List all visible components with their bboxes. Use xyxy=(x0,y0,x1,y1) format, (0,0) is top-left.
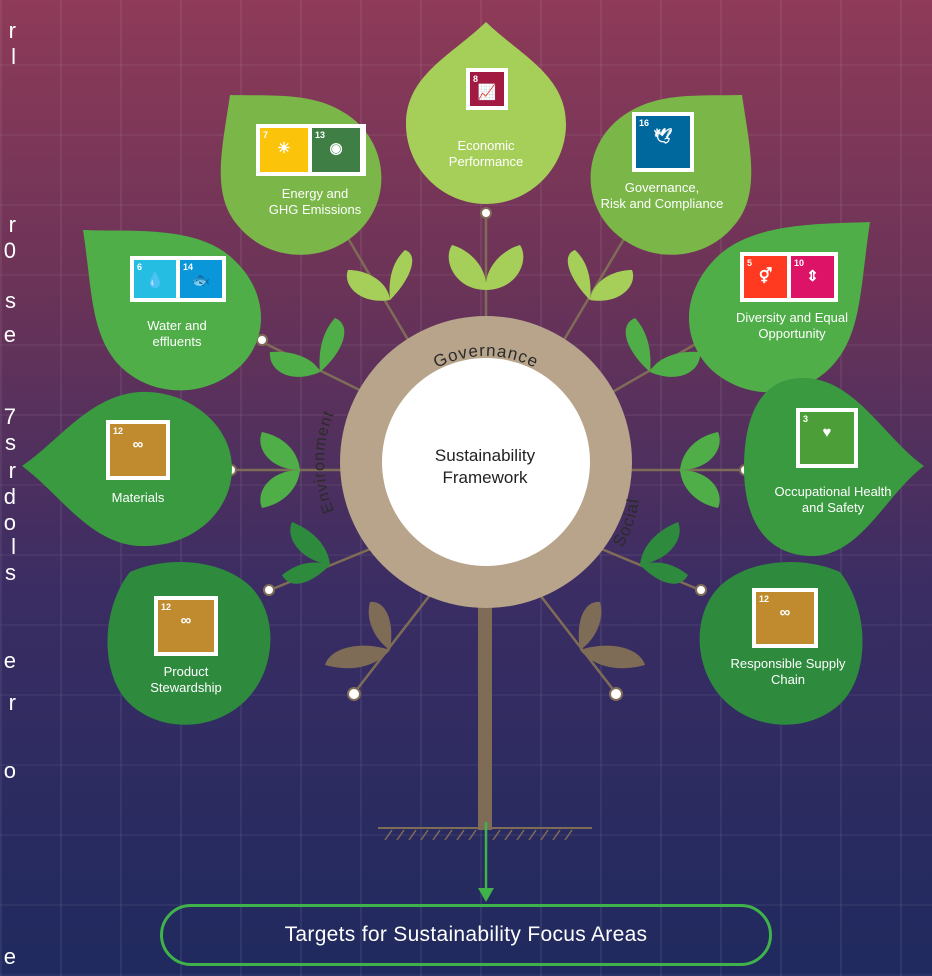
sdg-card-diversity: 5 ⚥ 10 ⇕ xyxy=(740,252,838,302)
cropped-char: r xyxy=(8,212,16,237)
sdg-card-governance: 16 🕊 xyxy=(632,112,694,172)
sdg-13-tile: 13 ◉ xyxy=(312,128,360,172)
label-ohs: Occupational Health and Safety xyxy=(774,484,892,515)
infinity-icon: ∞ xyxy=(779,604,791,621)
ground-hatching xyxy=(384,829,573,841)
cropped-char: s xyxy=(5,288,16,313)
cropped-char: s xyxy=(5,560,16,585)
ring-label-environment: Environment xyxy=(311,408,338,516)
sdg-card-product: 12 ∞ xyxy=(154,596,218,656)
node-product xyxy=(263,584,275,596)
branch-right-bottom xyxy=(539,594,616,693)
dove-gavel-icon: 🕊 xyxy=(653,128,673,145)
sun-icon: ☀ xyxy=(277,140,291,157)
cropped-char: l xyxy=(11,44,16,69)
small-leaves-light xyxy=(346,245,634,301)
cropped-char: s xyxy=(5,430,16,455)
leaf-governance xyxy=(590,95,752,255)
sdg-7-tile: 7 ☀ xyxy=(260,128,308,172)
label-product: Product Stewardship xyxy=(150,664,222,695)
sdg-10-tile: 10 ⇕ xyxy=(791,256,834,298)
infinity-icon: ∞ xyxy=(180,612,192,629)
sdg-card-supply: 12 ∞ xyxy=(752,588,818,648)
sdg-8-tile: 8 📈 xyxy=(470,72,504,106)
earth-eye-icon: ◉ xyxy=(329,140,343,157)
sdg-card-economic: 8 📈 xyxy=(466,68,508,110)
cropped-char: e xyxy=(3,648,16,673)
cropped-char: r xyxy=(8,18,16,43)
fish-icon: 🐟 xyxy=(191,272,211,289)
center-title: Sustainability Framework xyxy=(410,445,560,489)
label-governance: Governance, Risk and Compliance xyxy=(600,180,724,211)
sdg-3-tile: 3 ♥ xyxy=(800,412,854,464)
node-water xyxy=(256,334,268,346)
targets-button[interactable]: Targets for Sustainability Focus Areas xyxy=(160,904,772,966)
water-drop-icon: 💧 xyxy=(145,272,165,289)
cropped-char: 7 xyxy=(3,404,16,429)
infinity-icon: ∞ xyxy=(132,436,144,453)
sdg-6-tile: 6 💧 xyxy=(134,260,176,298)
growth-chart-icon: 📈 xyxy=(477,84,497,101)
trunk xyxy=(478,560,492,830)
sdg-5-tile: 5 ⚥ xyxy=(744,256,787,298)
cropped-char: r xyxy=(8,690,16,715)
label-economic: Economic Performance xyxy=(448,138,524,169)
node-left-bottom xyxy=(347,687,361,701)
sdg-14-tile: 14 🐟 xyxy=(180,260,222,298)
node-right-bottom xyxy=(609,687,623,701)
cropped-char: o xyxy=(3,510,16,535)
sdg-12-tile: 12 ∞ xyxy=(110,424,166,476)
label-materials: Materials xyxy=(111,490,165,505)
cropped-char: d xyxy=(3,484,16,509)
sdg-12-product-tile: 12 ∞ xyxy=(158,600,214,652)
label-supply: Responsible Supply Chain xyxy=(730,656,846,687)
sdg-card-materials: 12 ∞ xyxy=(106,420,170,480)
sdg-12-supply-tile: 12 ∞ xyxy=(756,592,814,644)
cropped-char: e xyxy=(3,944,16,969)
sdg-16-tile: 16 🕊 xyxy=(636,116,690,168)
cropped-char: r xyxy=(8,458,16,483)
arrow-head-icon xyxy=(478,888,494,902)
cropped-char: l xyxy=(11,534,16,559)
leaf-economic xyxy=(406,22,566,204)
cropped-char: e xyxy=(3,322,16,347)
cropped-char: o xyxy=(3,758,16,783)
framework-center xyxy=(382,358,590,566)
reduced-inequalities-icon: ⇕ xyxy=(806,268,819,285)
sdg-card-ohs: 3 ♥ xyxy=(796,408,858,468)
branch-left-bottom xyxy=(354,594,431,693)
small-leaves-brown xyxy=(325,601,645,669)
heartbeat-icon: ♥ xyxy=(822,424,832,441)
node-supply xyxy=(695,584,707,596)
node-economic xyxy=(480,207,492,219)
cropped-char: 0 xyxy=(3,238,16,263)
label-energy: Energy and GHG Emissions xyxy=(268,186,362,217)
leaf-water xyxy=(83,230,262,391)
gender-equality-icon: ⚥ xyxy=(758,268,773,285)
sdg-card-energy: 7 ☀ 13 ◉ xyxy=(256,124,366,176)
small-leaves-dark xyxy=(282,522,688,584)
center-title-line2: Framework xyxy=(442,468,528,487)
label-diversity: Diversity and Equal Opportunity xyxy=(736,310,848,341)
center-title-line1: Sustainability xyxy=(434,446,536,465)
sdg-card-water: 6 💧 14 🐟 xyxy=(130,256,226,302)
small-leaves-mid xyxy=(260,318,720,508)
leaf-diversity xyxy=(688,222,870,393)
label-water: Water and effluents xyxy=(147,318,207,349)
